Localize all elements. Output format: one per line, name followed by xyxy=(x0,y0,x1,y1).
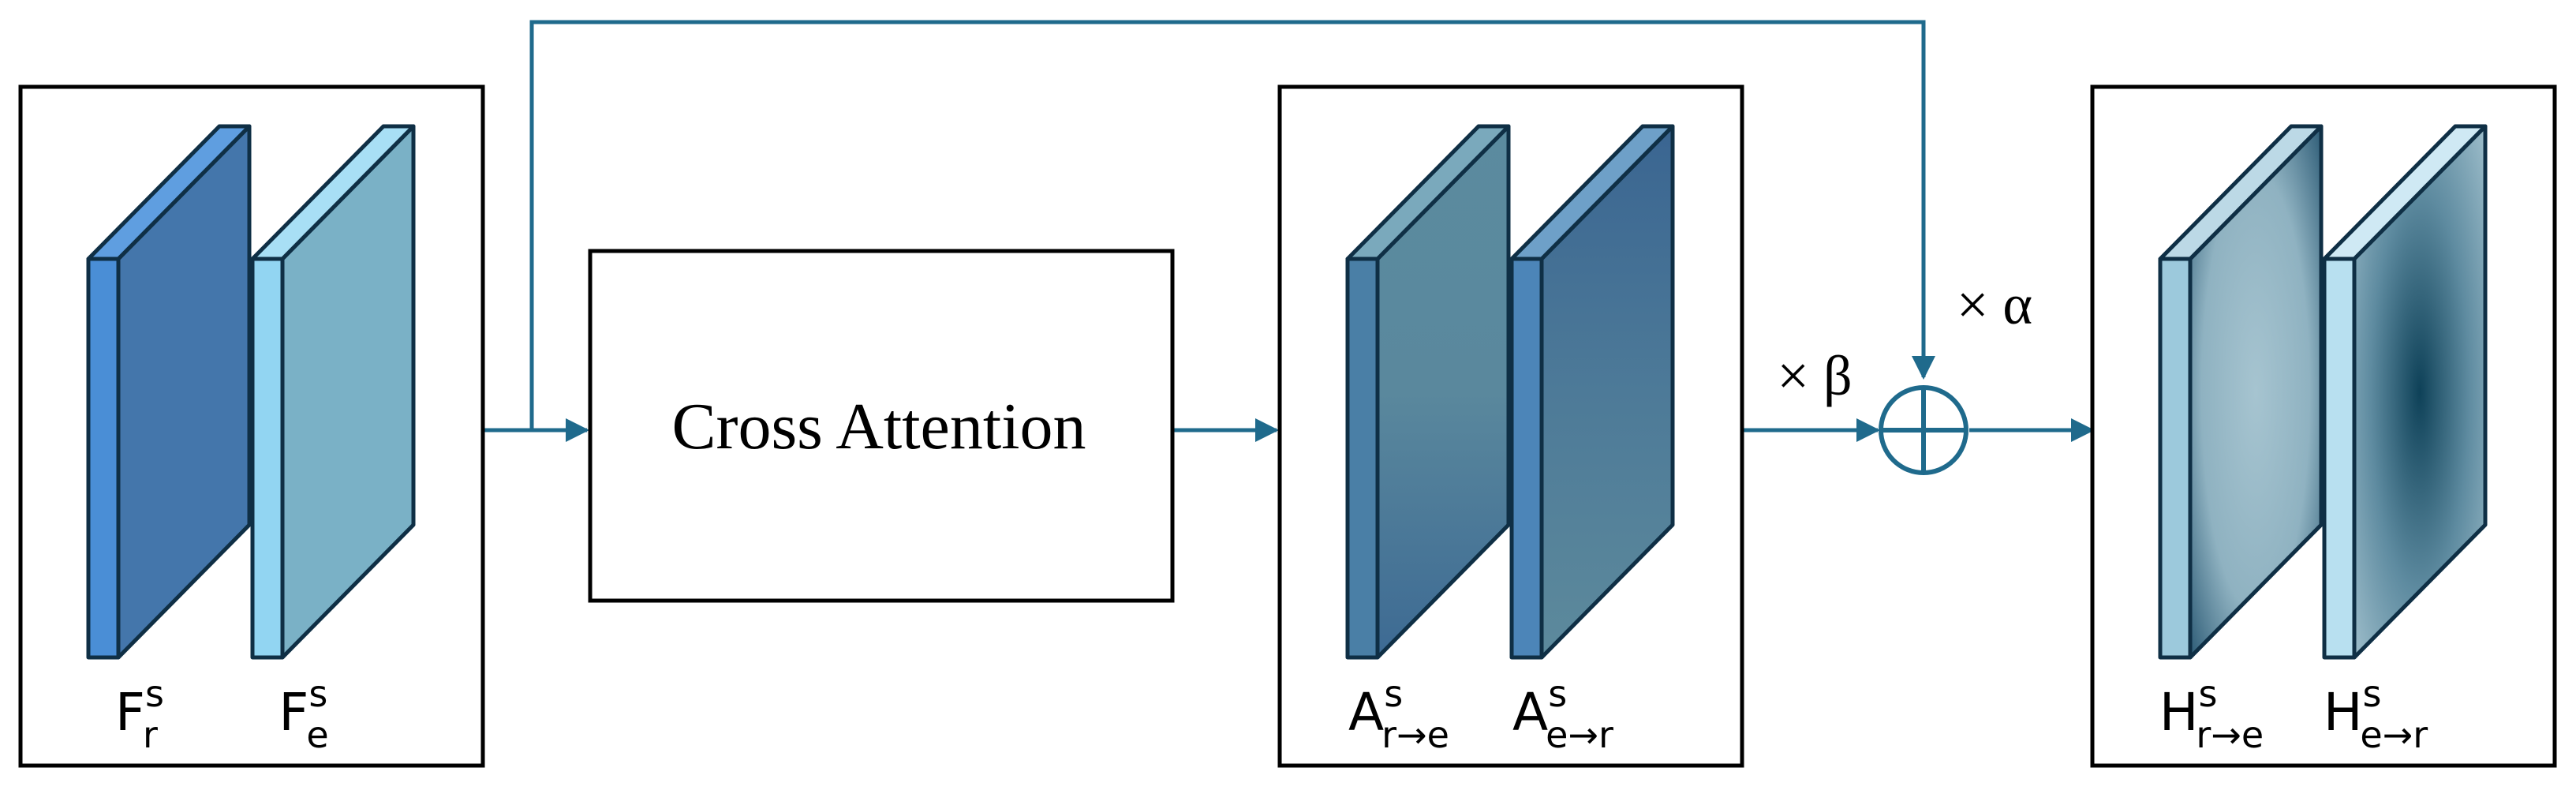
attention-slab-1 xyxy=(1345,124,1511,660)
output-slab-front xyxy=(2322,257,2357,660)
label-symbol: A xyxy=(1512,682,1548,743)
output-slab-front xyxy=(2158,257,2193,660)
input-slab-2 xyxy=(250,124,416,660)
label-symbol: F xyxy=(115,682,145,743)
label-symbol: H xyxy=(2159,682,2199,743)
label-subscript: r xyxy=(143,713,158,756)
attention-slab-2 xyxy=(1509,124,1675,660)
label-superscript: s xyxy=(2362,672,2381,715)
label-subscript: e→r xyxy=(2360,713,2428,756)
cross-attention-label: Cross Attention xyxy=(671,390,1086,463)
input-slab-front xyxy=(86,257,121,660)
label-subscript: e xyxy=(306,713,328,756)
label-subscript: r→e xyxy=(1381,713,1449,756)
beta-scale-label: × β xyxy=(1777,344,1852,407)
feature-slabs xyxy=(86,124,2488,660)
summation-node xyxy=(1879,385,1968,475)
attention-slab-front xyxy=(1345,257,1380,660)
input-slab-1 xyxy=(86,124,252,660)
label-subscript: e→r xyxy=(1546,713,1613,756)
label-symbol: F xyxy=(279,682,308,743)
label-superscript: s xyxy=(308,672,327,715)
output-slab-1 xyxy=(2158,124,2324,660)
skip-connection-wire xyxy=(529,20,1935,430)
label-symbol: H xyxy=(2324,682,2363,743)
label-symbol: A xyxy=(1348,682,1384,743)
output-slab-2 xyxy=(2322,124,2488,660)
label-subscript: r→e xyxy=(2196,713,2264,756)
cross-attention-box xyxy=(588,249,1175,603)
label-superscript: s xyxy=(145,672,164,715)
label-superscript: s xyxy=(1548,672,1567,715)
label-superscript: s xyxy=(2198,672,2217,715)
label-superscript: s xyxy=(1384,672,1403,715)
input-slab-front xyxy=(250,257,285,660)
connectors xyxy=(483,20,2095,442)
alpha-scale-label: × α xyxy=(1957,273,2032,336)
attention-slab-front xyxy=(1509,257,1544,660)
